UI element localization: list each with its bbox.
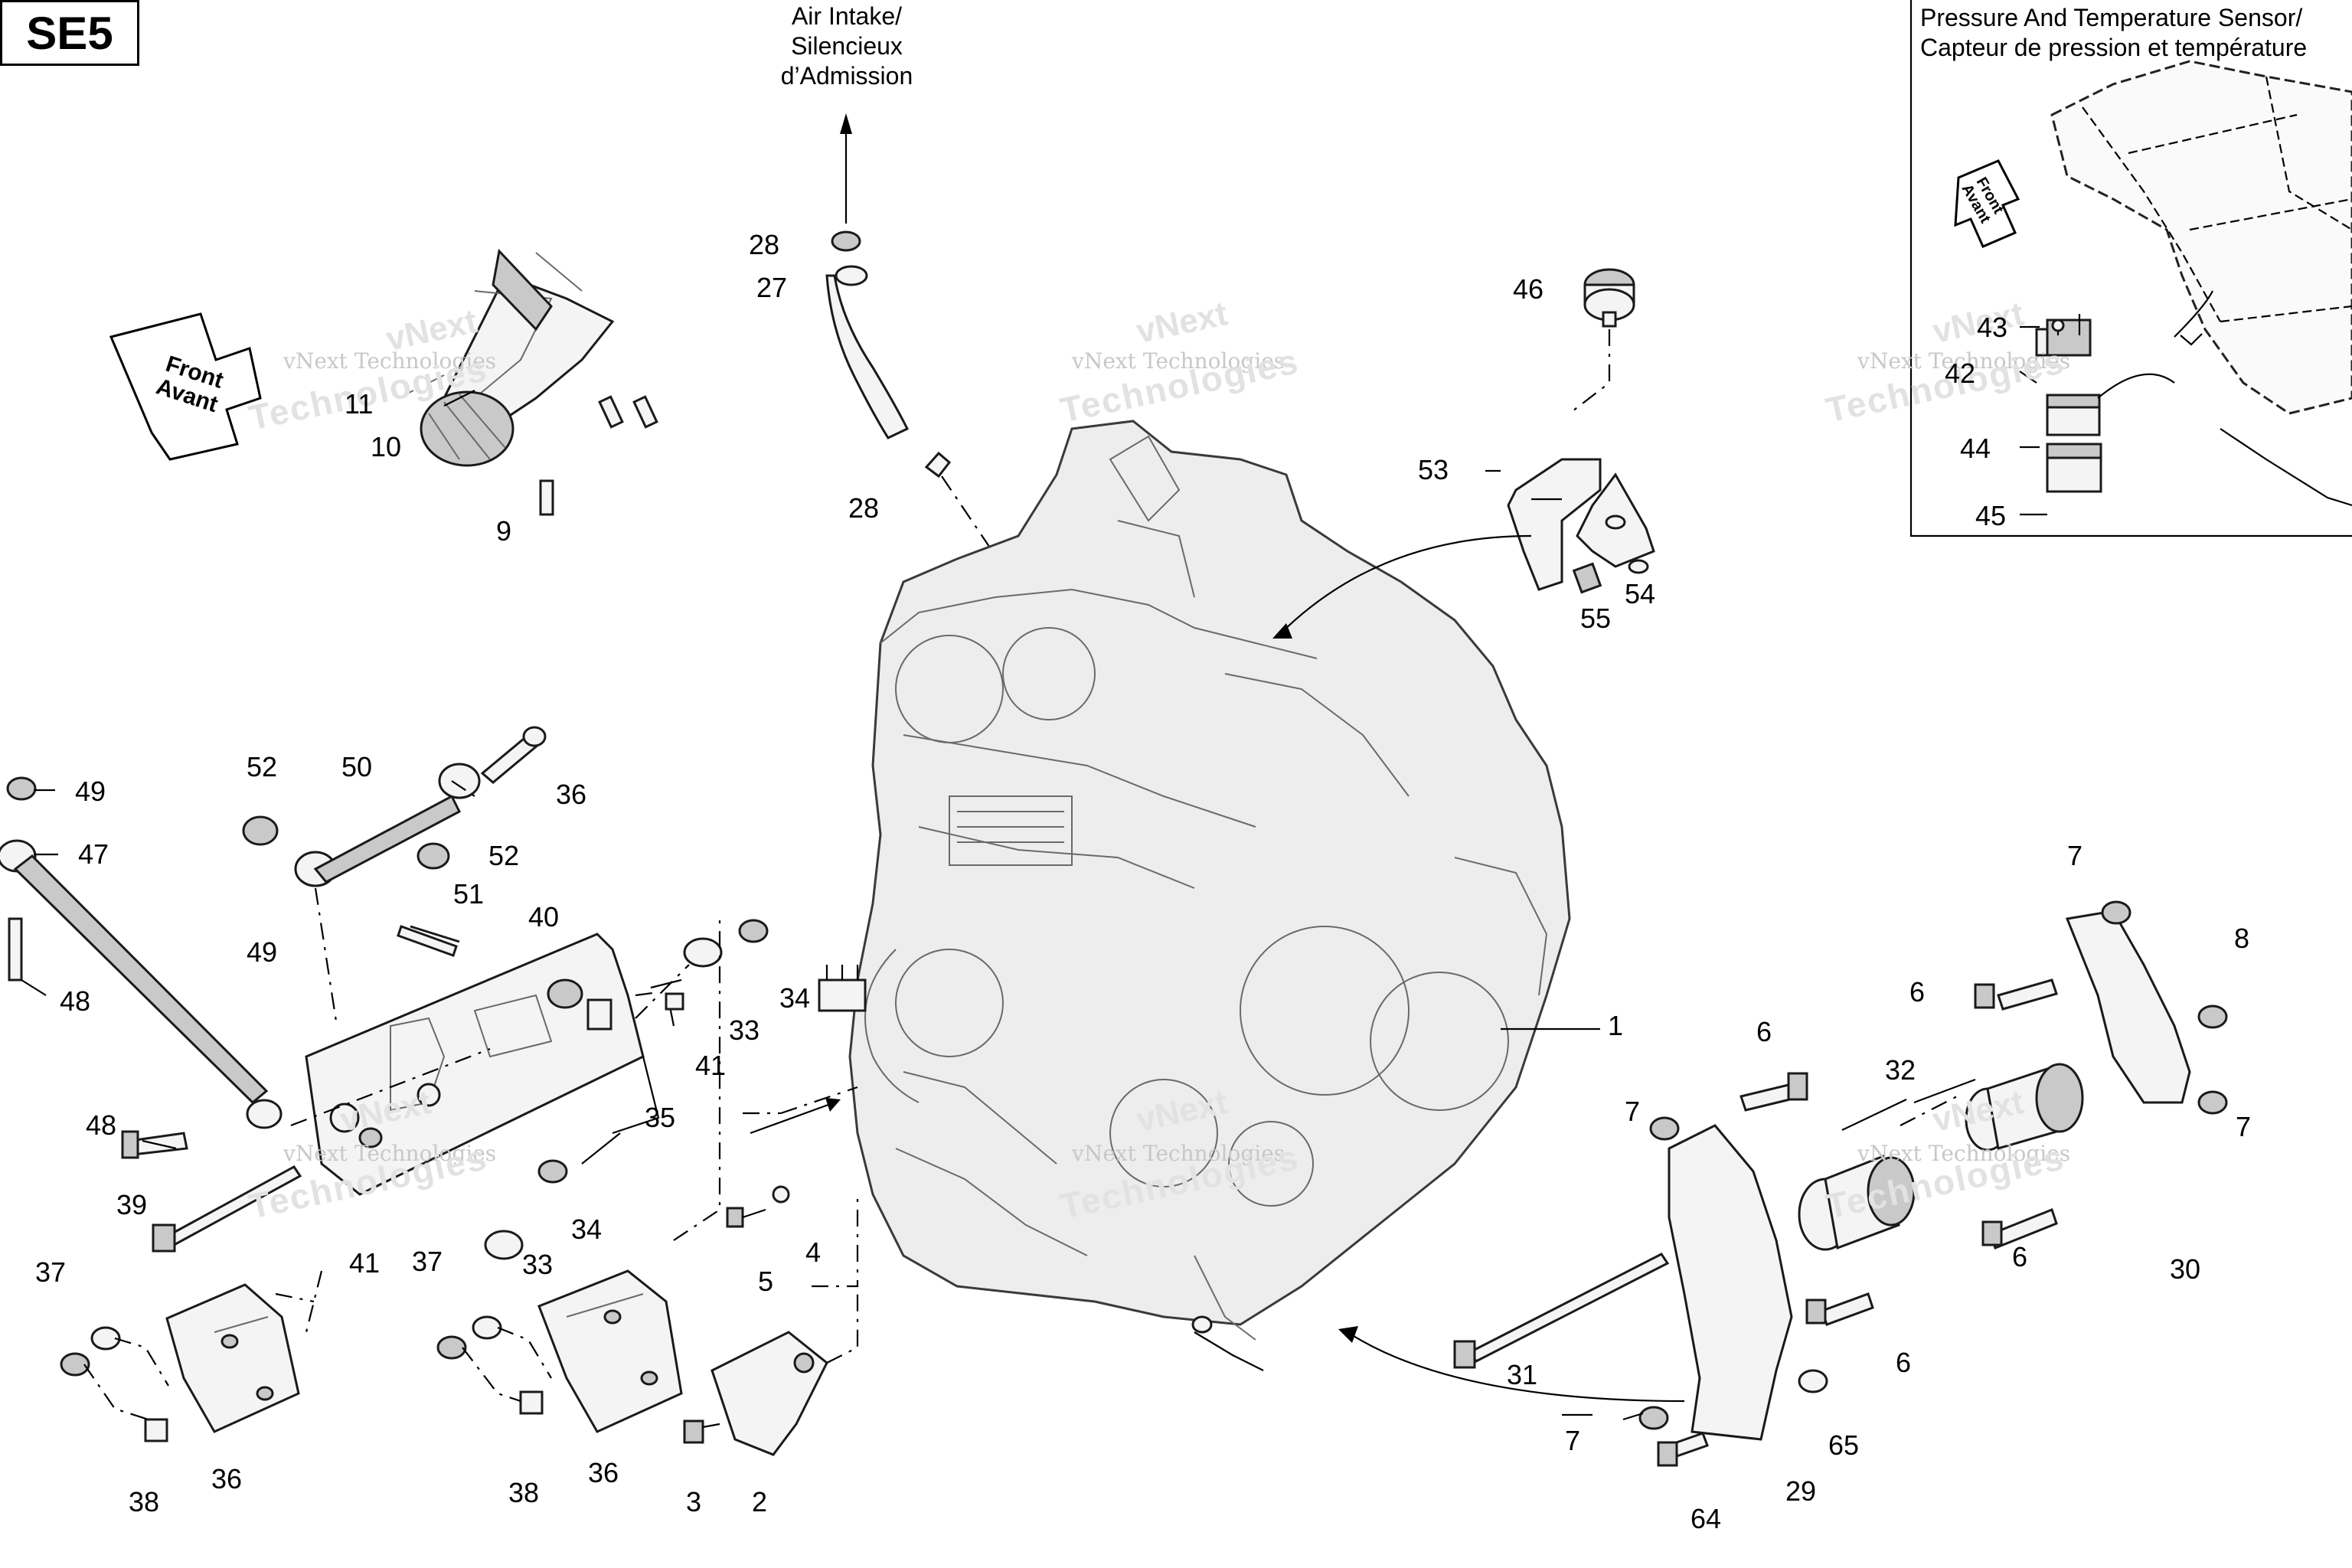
air-intake-note: Air Intake/ Silencieux d’Admission (781, 2, 913, 91)
part-callout: 64 (1690, 1503, 1722, 1534)
inset-front-arrow (1954, 159, 2020, 248)
part-callout: 34 (779, 982, 811, 1014)
part-callout: 11 (345, 388, 374, 420)
part-callout: 33 (729, 1014, 760, 1046)
air-intake-line-1: Air Intake/ (791, 2, 903, 30)
part-callout: 5 (758, 1266, 774, 1297)
part-callout: 53 (1418, 454, 1449, 485)
part-callout: 40 (528, 901, 560, 933)
part-callout: 1 (1608, 1010, 1624, 1041)
part-callout: 30 (2170, 1253, 2201, 1285)
part-callout: 54 (1625, 578, 1656, 609)
washer-nut-upper (635, 919, 769, 1027)
part-callout: 43 (1977, 312, 2008, 343)
bolt-39 (152, 1127, 568, 1260)
part-callout: 6 (1896, 1347, 1912, 1378)
part-callout: 51 (453, 878, 485, 910)
link-rod-50 (242, 726, 547, 1027)
part-callout: 7 (1625, 1096, 1641, 1127)
part-callout: 28 (749, 229, 780, 260)
part-callout: 44 (1960, 433, 1991, 464)
part-callout: 6 (1909, 976, 1926, 1008)
sensor-line-2: Capteur de pression et température (1920, 34, 2308, 62)
inset-frame (1909, 0, 2352, 537)
part-callout: 41 (349, 1247, 381, 1279)
bracket-53-assembly (1272, 268, 1655, 639)
inset-frame-structure (2050, 60, 2352, 507)
part-callout: 8 (2234, 923, 2250, 954)
part-callout: 37 (412, 1246, 443, 1277)
part-callout: 37 (35, 1256, 67, 1288)
part-callout: 2 (752, 1486, 768, 1517)
part-callout: 52 (488, 840, 520, 871)
front-arrow (109, 312, 262, 461)
part-callout: 38 (129, 1486, 160, 1517)
part-callout: 65 (1828, 1429, 1860, 1461)
part-callout: 6 (1756, 1016, 1772, 1047)
part-callout: 48 (86, 1109, 117, 1141)
part-callout: 28 (848, 492, 880, 524)
air-intake-line-2: Silencieux (791, 32, 903, 60)
part-callout: 55 (1580, 603, 1612, 634)
inset-sensor-parts (2019, 290, 2213, 516)
part-callout: 36 (588, 1457, 619, 1488)
rubber-mount-36-left (60, 1283, 300, 1442)
part-callout: 4 (805, 1236, 822, 1268)
rubber-mount-36-right (275, 919, 721, 1433)
upper-left-mount-assembly (397, 248, 658, 516)
part-callout: 36 (211, 1463, 243, 1494)
diagram-code-label: SE5 (0, 0, 139, 66)
bolt-5-washer-4 (726, 1185, 790, 1228)
part-callout: 35 (645, 1102, 676, 1133)
part-callout: 48 (60, 985, 91, 1017)
part-callout: 7 (2236, 1111, 2252, 1142)
part-callout: 52 (247, 751, 278, 782)
part-callout: 32 (1885, 1054, 1916, 1086)
bracket-2 (683, 1294, 859, 1456)
part-callout: 10 (371, 431, 402, 462)
part-callout: 47 (78, 838, 109, 870)
part-callout: 7 (1565, 1425, 1581, 1456)
part-callout: 39 (116, 1189, 148, 1220)
engine-mount-bracket-35 (290, 933, 660, 1196)
air-intake-line-3: d’Admission (780, 62, 913, 90)
part-callout: 3 (686, 1486, 702, 1517)
part-callout: 42 (1945, 358, 1976, 389)
part-callout: 27 (756, 272, 788, 303)
part-callout: 34 (571, 1214, 603, 1245)
part-callout: 31 (1507, 1359, 1538, 1390)
part-callout: 33 (522, 1249, 554, 1280)
part-callout: 49 (247, 936, 278, 968)
part-callout: 7 (2067, 840, 2083, 871)
part-callout: 36 (556, 779, 587, 810)
sensor-note: Pressure And Temperature Sensor/ Capteur… (1920, 3, 2307, 63)
part-callout: 38 (508, 1477, 540, 1508)
torque-rod-assembly (0, 776, 283, 1159)
part-callout: 41 (695, 1050, 727, 1081)
engine-assembly (818, 420, 1571, 1371)
part-callout: 29 (1785, 1475, 1817, 1507)
sensor-line-1: Pressure And Temperature Sensor/ (1920, 4, 2303, 31)
part-callout: 45 (1975, 500, 2007, 531)
part-callout: 46 (1513, 273, 1544, 305)
part-callout: 6 (2012, 1241, 2028, 1272)
part-callout: 50 (341, 751, 373, 782)
part-callout: 49 (75, 776, 106, 807)
part-callout: 9 (496, 515, 512, 547)
right-mount-assembly (1338, 900, 2228, 1467)
